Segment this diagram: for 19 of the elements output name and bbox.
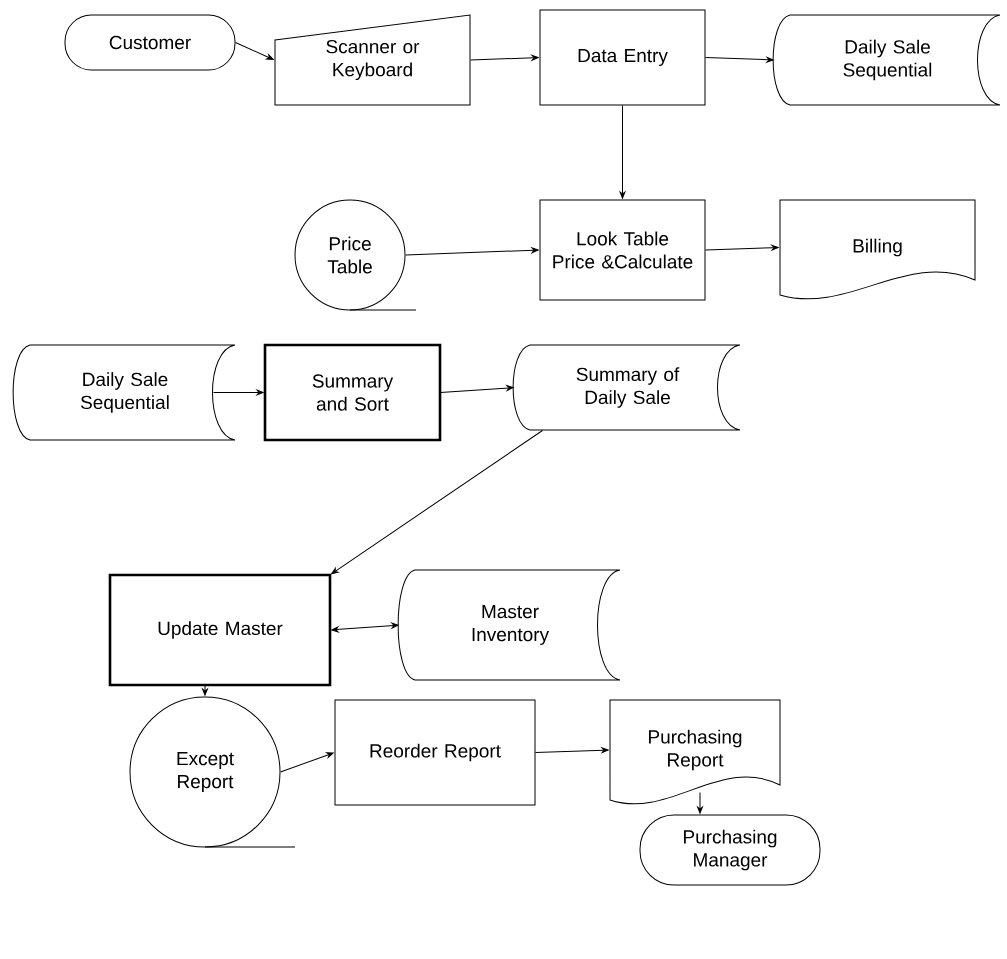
process-box: Look Table Price &Calculate: [539, 199, 706, 301]
arrow: [235, 42, 274, 60]
process-box: Reorder Report: [334, 699, 536, 806]
arrow: [619, 105, 626, 199]
arrow: [280, 752, 334, 773]
arrow: [440, 385, 514, 393]
process-box: Update Master: [108, 573, 332, 687]
arrow: [697, 792, 703, 814]
process-box: Data Entry: [539, 9, 706, 106]
arrow: [405, 247, 539, 256]
arrow: [213, 389, 264, 396]
arrow: [705, 56, 774, 63]
arrow: [331, 622, 399, 633]
arrow: [202, 685, 208, 696]
arrow: [535, 747, 609, 754]
process-box: Summary and Sort: [263, 343, 442, 442]
arrow: [470, 54, 539, 61]
arrow: [705, 244, 779, 251]
arrow: [331, 430, 543, 575]
